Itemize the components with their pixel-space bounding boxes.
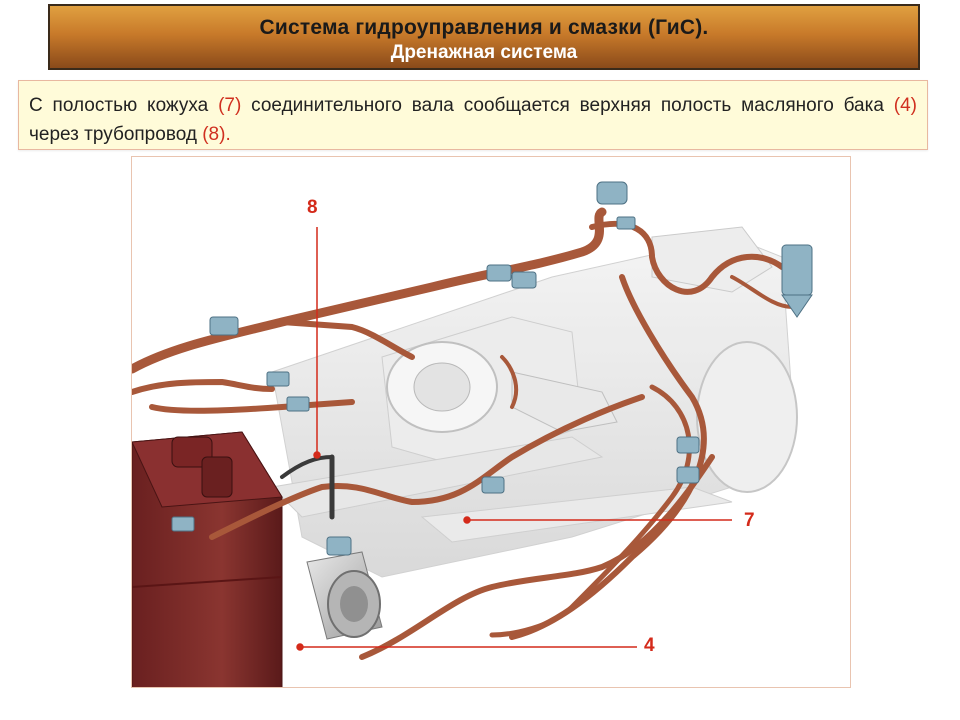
pump-unit	[306, 551, 383, 640]
drainage-system-illustration: 8 7 4	[131, 156, 851, 688]
ref-tank-4: (4)	[893, 95, 917, 116]
engine-body	[270, 226, 798, 578]
description-text-1: С полостью кожуха	[29, 95, 219, 116]
callout-4-label: 4	[644, 635, 655, 656]
slide-subtitle: Дренажная система	[390, 42, 578, 63]
description-text-3: через трубопровод	[29, 124, 203, 145]
description-text-2: соединительного вала сообщается верхняя …	[241, 95, 894, 116]
callout-lines	[296, 227, 732, 651]
oil-tank	[132, 431, 283, 687]
callout-8-label: 8	[307, 197, 318, 218]
ref-casing-7: (7)	[218, 95, 242, 116]
slide-title: Система гидроуправления и смазки (ГиС).	[259, 16, 709, 39]
callout-7-label: 7	[744, 510, 755, 531]
slide-header: Система гидроуправления и смазки (ГиС). …	[48, 4, 920, 70]
description-box: С полостью кожуха (7) соединительного ва…	[18, 80, 928, 150]
machinery-drawing	[132, 181, 813, 687]
ref-pipe-8: (8).	[202, 124, 231, 145]
pipe-fittings	[171, 181, 813, 556]
